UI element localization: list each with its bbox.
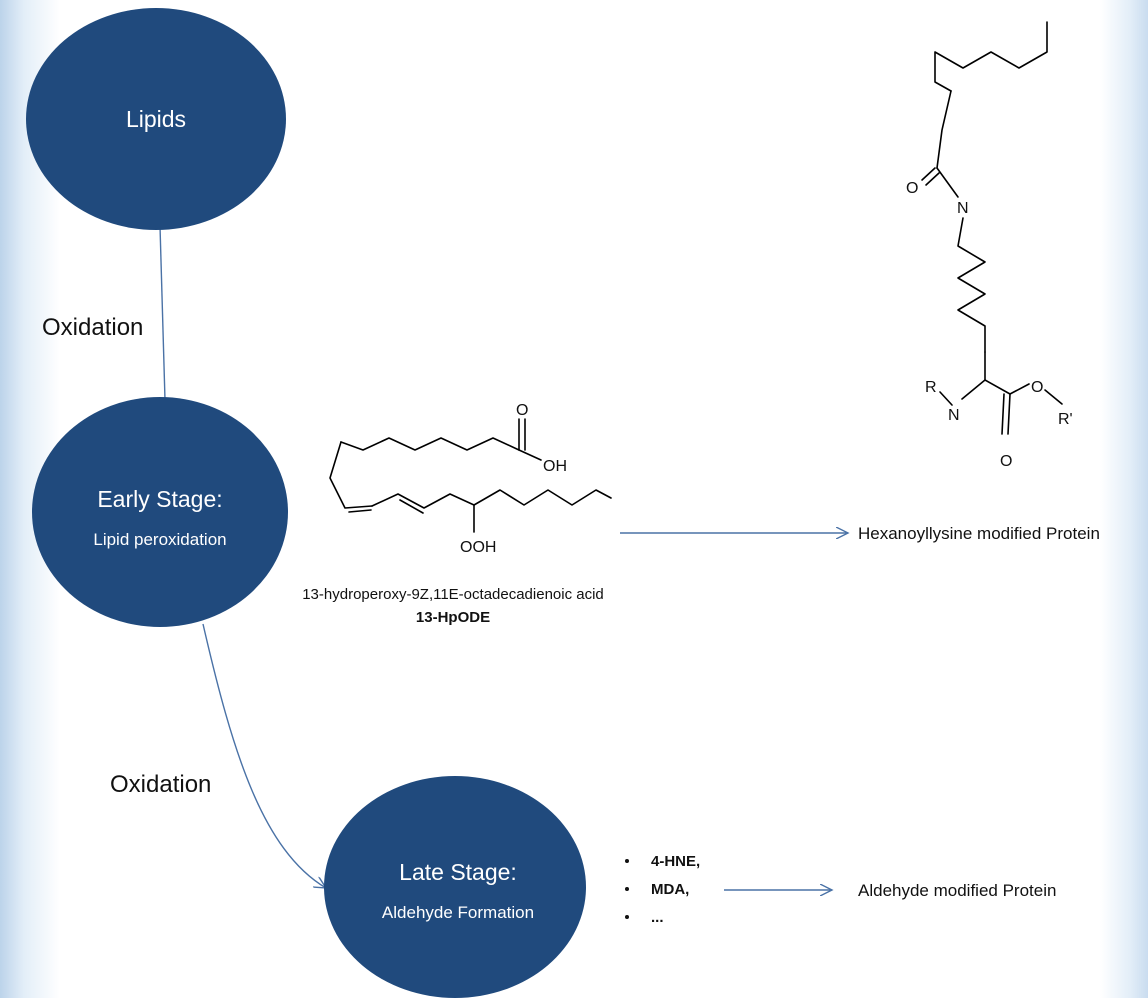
node-lipids-title: Lipids [126,106,186,132]
hpode-atom-acid-oh: OH [543,458,567,475]
connector-early-to-late [202,623,326,888]
output-aldehyde-protein: Aldehyde modified Protein [858,881,1056,900]
structure-13-hpode: O OH OOH [329,402,612,556]
hpode-cis-double-bond [348,509,372,513]
node-late-stage-subtitle: Aldehyde Formation [382,903,534,922]
node-lipids-shape [26,8,286,230]
hexanoyl-amide-carbonyl-b [925,172,940,186]
hexanoyl-chain [934,21,1048,92]
node-early-stage-subtitle: Lipid peroxidation [93,530,226,549]
compound-abbreviation-13-hpode: 13-HpODE [416,609,490,626]
node-early-stage-title: Early Stage: [97,486,222,512]
aldehyde-bullet-2 [625,887,629,891]
aldehyde-item-2: MDA, [651,881,689,898]
edge-label-oxidation-top: Oxidation [42,314,143,341]
hpode-trans-double-bond [399,499,424,514]
compound-name-13-hpode: 13-hydroperoxy-9Z,11E-octadecadienoic ac… [302,586,604,603]
hpode-cooh-bond [518,449,542,461]
aldehyde-bullet-3 [625,915,629,919]
aldehyde-item-1: 4-HNE, [651,853,700,870]
lysine-atom-o-carbonyl: O [1000,453,1012,470]
node-late-stage: Late Stage: Aldehyde Formation [324,776,586,998]
hexanoyl-atom-n-amide: N [957,200,969,217]
aldehyde-item-3: ... [651,909,664,926]
node-late-stage-title: Late Stage: [399,859,517,885]
node-late-stage-shape [324,776,586,998]
hpode-atom-carbonyl-o: O [516,402,528,419]
node-lipids: Lipids [26,8,286,230]
lysine-side-chain [957,217,986,353]
lysine-atom-r-prime: R' [1058,411,1073,428]
output-hexanoyllysine-protein: Hexanoyllysine modified Protein [858,524,1100,543]
lysine-carboxyl [984,379,1030,395]
edge-label-oxidation-bottom: Oxidation [110,771,211,798]
lysine-carbonyl-b [1001,393,1005,435]
hexanoyl-amide-c-n [936,167,959,198]
aldehyde-bullet-1 [625,859,629,863]
aldehyde-list: 4-HNE, MDA, ... [625,853,700,926]
hpode-tail-chain [473,489,612,506]
connector-lipids-to-early [159,225,166,401]
lysine-atom-n-alpha: N [948,407,960,424]
lysine-ester-o [1044,389,1063,405]
node-early-stage-shape [32,397,288,627]
hpode-atom-hydroperoxy: OOH [460,539,496,556]
hexanoyl-amide-carbonyl-a [921,167,936,181]
lysine-atom-o-ester: O [1031,379,1043,396]
lysine-carbonyl-a [1007,393,1011,435]
hexanoyl-link [936,90,952,169]
hpode-upper-chain [340,437,520,451]
lysine-backbone [961,351,986,400]
hpode-left-chain [329,441,373,509]
lysine-r-n [939,391,953,406]
hpode-conjugated-chain [371,493,475,509]
hexanoyl-atom-o-amide: O [906,180,918,197]
structure-hexanoyllysine: O N R N O R' O [906,21,1073,470]
lysine-atom-r: R [925,379,937,396]
node-early-stage: Early Stage: Lipid peroxidation [32,397,288,627]
